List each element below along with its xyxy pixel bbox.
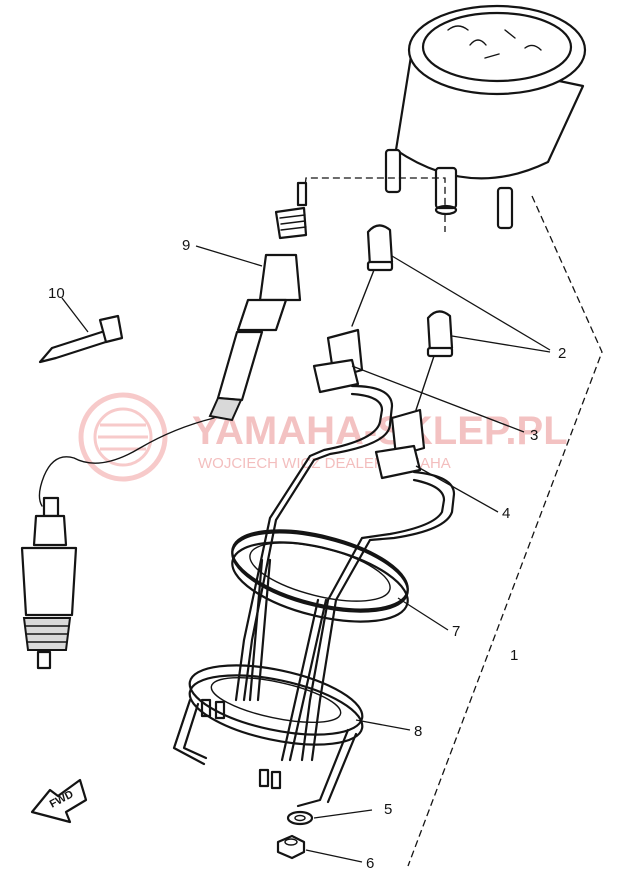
callout-2: 2 (558, 345, 566, 362)
forward-direction-marker: FWD (30, 778, 88, 824)
speedometer-cable (38, 177, 446, 507)
callout-numbers: 9 10 2 3 4 7 1 8 5 6 (48, 237, 566, 872)
callout-3: 3 (530, 427, 538, 444)
clip-part (38, 314, 124, 364)
callout-9: 9 (182, 237, 190, 254)
gasket-ring (231, 529, 409, 623)
speedometer-assembly (384, 4, 587, 230)
watermark: YAMAHA-SKLEP.PL WOJCIECH WICZ DEALER YAM… (78, 392, 568, 482)
callout-5: 5 (384, 801, 392, 818)
callout-6: 6 (366, 855, 374, 872)
callout-7: 7 (452, 623, 460, 640)
callout-1: 1 (510, 647, 518, 664)
cable-end-plug (20, 496, 78, 670)
leader-lines (61, 195, 603, 867)
washer-and-nut (276, 810, 314, 860)
callout-8: 8 (414, 723, 422, 740)
indicator-bulbs (351, 224, 454, 411)
watermark-brand: YAMAHA-SKLEP.PL (192, 409, 568, 453)
callout-10: 10 (48, 285, 65, 302)
bulb-sockets (312, 328, 426, 480)
mounting-bracket (172, 664, 364, 808)
callout-4: 4 (502, 505, 510, 522)
yamaha-logo-watermark (78, 392, 168, 482)
